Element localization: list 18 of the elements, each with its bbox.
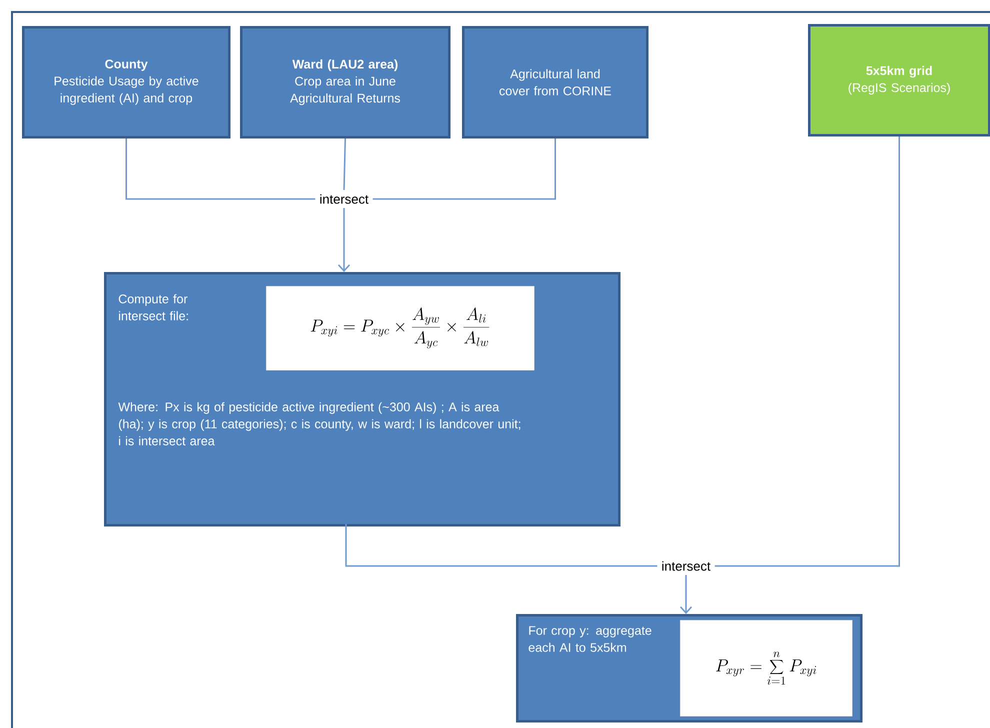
source-box: Agricultural land cover from CORINE [462, 26, 648, 138]
box-text: Where: Px is kg of pesticide active ingredient (~300 AIs) ; A is area (ha); y is crop (11 categories); c is county, w is ward; l is landcover unit; i is intersect area [118, 402, 520, 446]
source-box: Ward (LAU2 area) Crop area in June Agricultural Returns [240, 26, 450, 138]
box-text: Compute for intersect file: [118, 294, 188, 320]
source-box: 5x5km grid (RegIS Scenarios) [808, 24, 990, 136]
connector [680, 574, 692, 614]
connector [338, 208, 350, 272]
connector [345, 524, 658, 567]
connector [714, 136, 900, 567]
connector [372, 138, 556, 200]
intersect-label: intersect [657, 557, 715, 575]
formula-box: $P_{xyr} = \sum_{i=1}^{n} P_{xyi}$ [680, 620, 852, 716]
formula-box: $P_{xyi} = P_{xyc} \times \frac{A_{yw}}{A_{yc}} \times \frac{A_{li}}{A_{lw}}$ [266, 286, 534, 370]
intersect-label: intersect [315, 190, 373, 208]
connector [343, 138, 346, 190]
source-box: County Pesticide Usage by active ingredient (AI) and crop [22, 26, 230, 138]
connector [126, 138, 316, 200]
box-text: For crop y: aggregate each AI to 5x5km [528, 626, 652, 652]
